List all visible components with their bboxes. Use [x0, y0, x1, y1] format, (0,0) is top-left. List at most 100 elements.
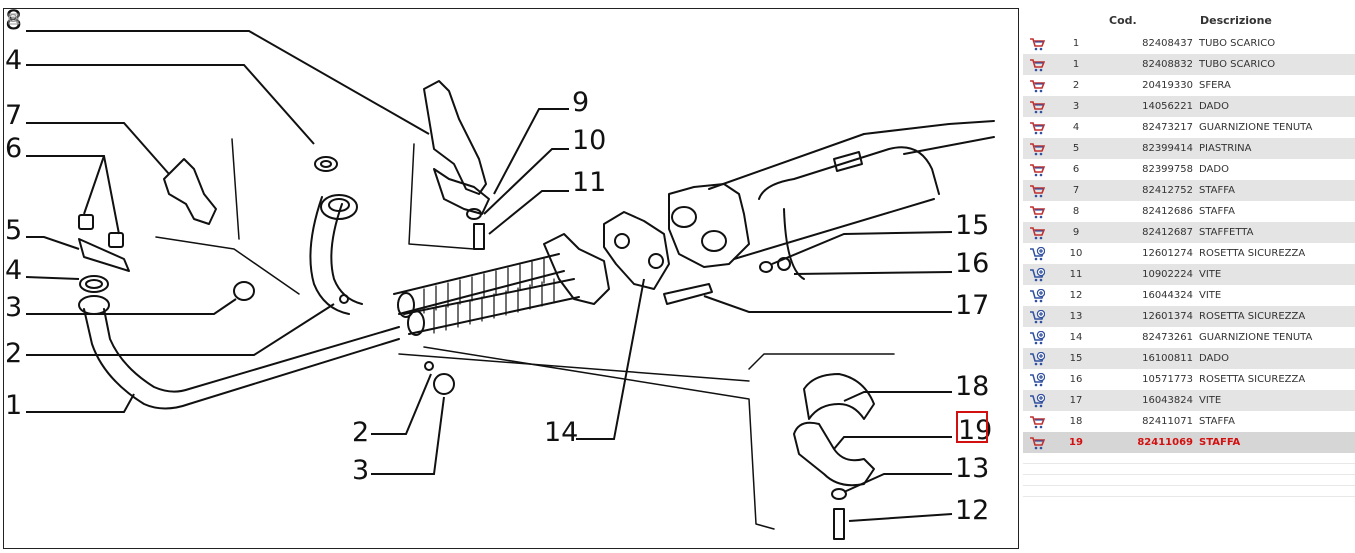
empty-row	[1023, 453, 1355, 464]
row-code: 82473217	[1101, 117, 1199, 138]
add-cart-icon[interactable]	[1023, 390, 1051, 411]
zoom-out-icon[interactable]	[8, 14, 20, 53]
row-code: 82399414	[1101, 138, 1199, 159]
row-description: TUBO SCARICO	[1199, 54, 1355, 75]
cart-icon[interactable]	[1023, 432, 1051, 453]
front-pipe	[83, 308, 400, 410]
add-cart-icon[interactable]	[1023, 306, 1051, 327]
callout-3[interactable]: 3	[5, 292, 22, 323]
row-position: 1	[1051, 54, 1101, 75]
callout-1[interactable]: 1	[5, 390, 22, 421]
cart-icon[interactable]	[1023, 75, 1051, 96]
row-description: GUARNIZIONE TENUTA	[1199, 117, 1355, 138]
zoom-toolbar	[8, 13, 22, 55]
exhaust-drawing: 8 4 7 6 5 4 3 2 1 9 10 11 15 16 17 14 2 …	[5, 9, 995, 540]
callout-14[interactable]: 14	[544, 417, 578, 448]
row-description: VITE	[1199, 285, 1355, 306]
row-description: STAFFETTA	[1199, 222, 1355, 243]
row-position: 5	[1051, 138, 1101, 159]
row-code: 82408832	[1101, 54, 1199, 75]
cart-icon[interactable]	[1023, 138, 1051, 159]
add-cart-icon[interactable]	[1023, 285, 1051, 306]
row-position: 3	[1051, 96, 1101, 117]
row-position: 17	[1051, 390, 1101, 411]
row-description: DADO	[1199, 96, 1355, 117]
callout-9[interactable]: 9	[572, 87, 589, 118]
row-description: PIASTRINA	[1199, 138, 1355, 159]
row-code: 10571773	[1101, 369, 1199, 390]
callout-2b[interactable]: 2	[352, 417, 369, 448]
cart-icon[interactable]	[1023, 411, 1051, 432]
zoom-in-icon[interactable]	[8, 14, 20, 39]
callout-15[interactable]: 15	[955, 210, 989, 241]
callout-11[interactable]: 11	[572, 167, 606, 198]
cart-icon[interactable]	[1023, 117, 1051, 138]
add-cart-icon[interactable]	[1023, 348, 1051, 369]
empty-row	[1023, 485, 1355, 497]
cart-icon[interactable]	[1023, 222, 1051, 243]
add-cart-icon[interactable]	[1023, 327, 1051, 348]
callout-18[interactable]: 18	[955, 371, 989, 402]
add-cart-icon[interactable]	[1023, 369, 1051, 390]
callout-4b[interactable]: 4	[5, 255, 22, 286]
row-code: 12601374	[1101, 306, 1199, 327]
callout-10[interactable]: 10	[572, 125, 606, 156]
row-position: 11	[1051, 264, 1101, 285]
callout-17[interactable]: 17	[955, 290, 989, 321]
cart-icon[interactable]	[1023, 54, 1051, 75]
add-cart-icon[interactable]	[1023, 243, 1051, 264]
row-position: 12	[1051, 285, 1101, 306]
callout-16[interactable]: 16	[955, 248, 989, 279]
row-position: 16	[1051, 369, 1101, 390]
cart-icon[interactable]	[1023, 159, 1051, 180]
row-position: 10	[1051, 243, 1101, 264]
cart-icon[interactable]	[1023, 201, 1051, 222]
callout-12[interactable]: 12	[955, 495, 989, 526]
row-position: 6	[1051, 159, 1101, 180]
callout-13[interactable]: 13	[955, 453, 989, 484]
row-code: 82411071	[1101, 411, 1199, 432]
row-description: VITE	[1199, 264, 1355, 285]
callout-3b[interactable]: 3	[352, 455, 369, 486]
callout-5[interactable]: 5	[5, 215, 22, 246]
header-description: Descrizione	[1200, 14, 1272, 27]
row-code: 82412752	[1101, 180, 1199, 201]
callout-2[interactable]: 2	[5, 338, 22, 369]
cart-icon[interactable]	[1023, 180, 1051, 201]
add-cart-icon[interactable]	[1023, 264, 1051, 285]
callout-4[interactable]: 4	[5, 45, 22, 76]
row-description: TUBO SCARICO	[1199, 33, 1355, 54]
cart-icon[interactable]	[1023, 33, 1051, 54]
row-code: 16100811	[1101, 348, 1199, 369]
callout-7[interactable]: 7	[5, 100, 22, 131]
cart-icon[interactable]	[1023, 96, 1051, 117]
row-description: STAFFA	[1199, 180, 1355, 201]
row-code: 82399758	[1101, 159, 1199, 180]
row-code: 82408437	[1101, 33, 1199, 54]
callout-6[interactable]: 6	[5, 133, 22, 164]
row-description: ROSETTA SICUREZZA	[1199, 243, 1355, 264]
exploded-parts-diagram: 8 4 7 6 5 4 3 2 1 9 10 11 15 16 17 14 2 …	[3, 8, 1019, 549]
